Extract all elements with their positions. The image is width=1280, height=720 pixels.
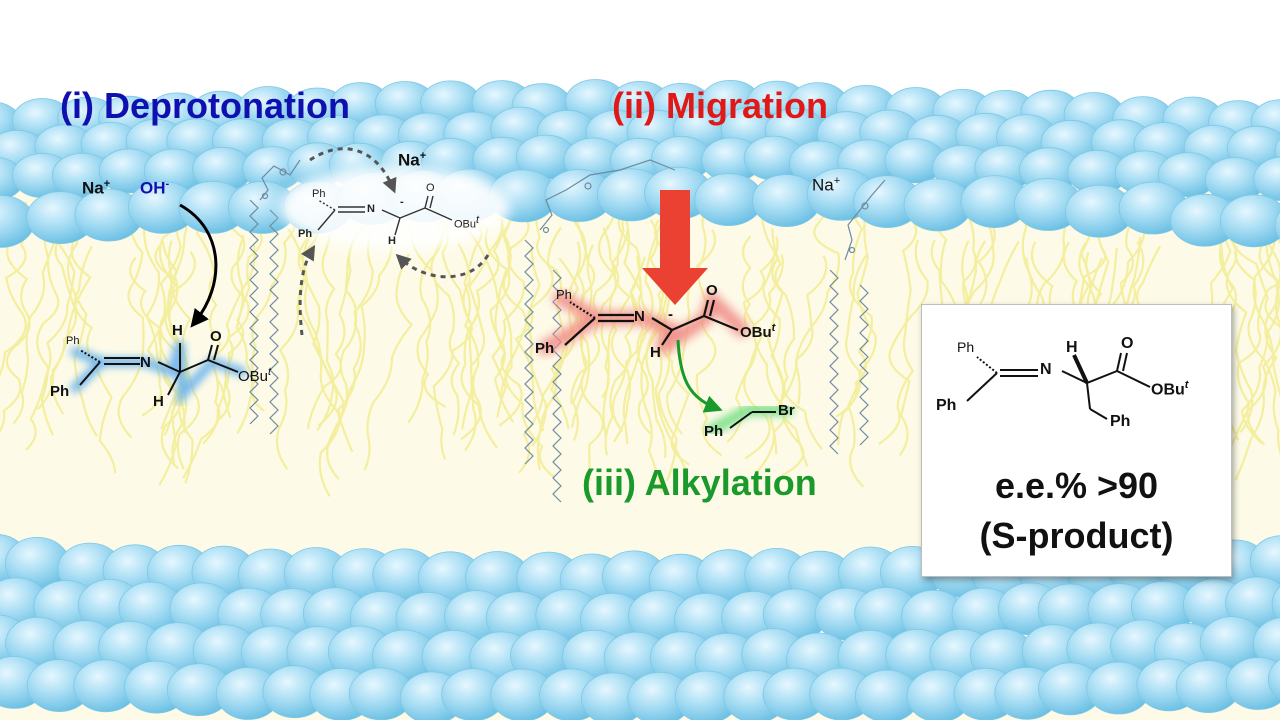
mid-ph-upper: Ph (556, 287, 572, 302)
mid-carbanion-charge: - (668, 306, 673, 323)
product-o: O (1121, 335, 1134, 352)
dashed-arrow-left (298, 244, 316, 336)
imine-ester-left (79, 343, 239, 396)
product-h: H (1066, 339, 1078, 356)
product-n: N (1040, 361, 1052, 378)
left-ph-lower: Ph (50, 383, 70, 400)
left-o: O (210, 328, 222, 345)
sodium-ion-right: Na+ (812, 175, 841, 195)
deprotonation-title: (i) Deprotonation (60, 85, 350, 126)
product-ph-upper: Ph (957, 339, 975, 355)
product-label: (S-product) (979, 515, 1174, 556)
product-structure (966, 352, 1151, 420)
top-ph-lower: Ph (298, 228, 313, 240)
product-panel: Ph Ph N H O OBut Ph e.e.% >90 (S-product… (921, 304, 1232, 577)
product-ph-benzyl: Ph (1110, 413, 1131, 430)
mid-o: O (706, 282, 718, 299)
top-h: H (388, 235, 396, 247)
migration-arrow (642, 190, 708, 305)
sodium-ion-left: Na+ (82, 178, 111, 198)
imine-ester-middle (564, 299, 739, 346)
top-o: O (426, 182, 435, 194)
left-n: N (140, 354, 151, 371)
mid-h: H (650, 344, 661, 361)
top-obu: OBut (454, 214, 480, 231)
dashed-arrow-right (395, 253, 490, 279)
sodium-ion-top: Na+ (398, 150, 427, 170)
dashed-arrow-top (309, 147, 397, 194)
alkylation-arrow (676, 339, 723, 413)
left-obu: OBut (238, 366, 272, 385)
imine-ester-top (317, 195, 453, 236)
bnbr-ph: Ph (704, 423, 724, 440)
bnbr-br: Br (778, 402, 795, 419)
product-ph-lower: Ph (936, 397, 957, 414)
benzyl-bromide (729, 411, 776, 429)
top-n: N (367, 203, 375, 215)
left-h-lower: H (153, 393, 164, 410)
left-h-upper: H (172, 322, 183, 339)
top-carbanion-charge: - (400, 196, 404, 208)
top-ph-upper: Ph (312, 188, 326, 200)
enantiomeric-excess: e.e.% >90 (994, 465, 1159, 506)
deprotonation-arrow (179, 203, 218, 328)
mid-ph-lower: Ph (535, 340, 555, 357)
top-leaflet-heads (0, 79, 1280, 248)
migration-title: (ii) Migration (612, 85, 828, 126)
phospholipid-structures (249, 159, 886, 503)
hydroxide-ion: OH- (140, 178, 170, 198)
alkylation-title: (iii) Alkylation (582, 462, 817, 503)
bottom-leaflet-heads (0, 534, 1280, 720)
mid-obu: OBut (740, 322, 776, 341)
left-ph-upper: Ph (66, 335, 80, 347)
product-obu: OBut (1151, 379, 1189, 399)
mid-n: N (634, 308, 645, 325)
